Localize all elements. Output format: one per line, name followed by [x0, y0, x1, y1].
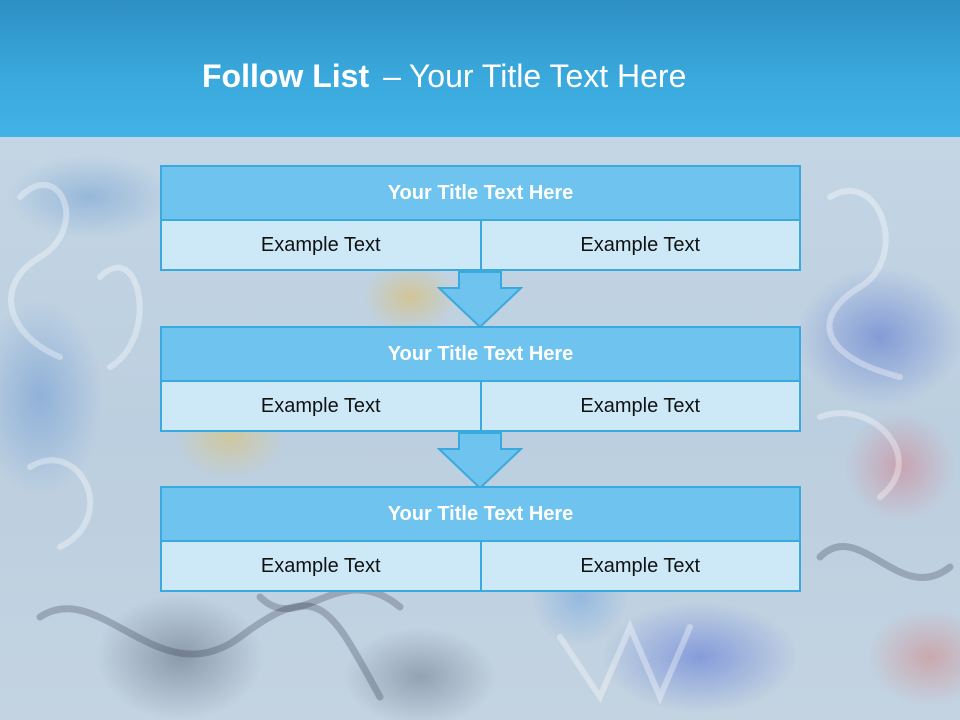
list-block-1: Your Title Text Here Example Text Exampl… — [160, 165, 801, 271]
slide-title-bold: Follow List — [202, 58, 370, 94]
block-row: Example Text Example Text — [160, 221, 801, 271]
list-block-2: Your Title Text Here Example Text Exampl… — [160, 326, 801, 432]
down-arrow-icon — [437, 432, 523, 490]
block-cell-left: Example Text — [160, 221, 482, 271]
block-title: Your Title Text Here — [160, 486, 801, 542]
title-bar: Follow List–Your Title Text Here — [0, 0, 960, 137]
block-cell-left: Example Text — [160, 382, 482, 432]
list-block-3: Your Title Text Here Example Text Exampl… — [160, 486, 801, 592]
down-arrow-icon — [437, 271, 523, 329]
block-title: Your Title Text Here — [160, 165, 801, 221]
block-row: Example Text Example Text — [160, 542, 801, 592]
slide-title: Follow List–Your Title Text Here — [202, 54, 686, 98]
block-row: Example Text Example Text — [160, 382, 801, 432]
block-cell-right: Example Text — [481, 542, 801, 592]
block-cell-right: Example Text — [481, 221, 801, 271]
block-title: Your Title Text Here — [160, 326, 801, 382]
block-cell-left: Example Text — [160, 542, 482, 592]
slide-title-rest: Your Title Text Here — [408, 58, 687, 94]
block-cell-right: Example Text — [481, 382, 801, 432]
slide-title-separator: – — [383, 58, 401, 94]
